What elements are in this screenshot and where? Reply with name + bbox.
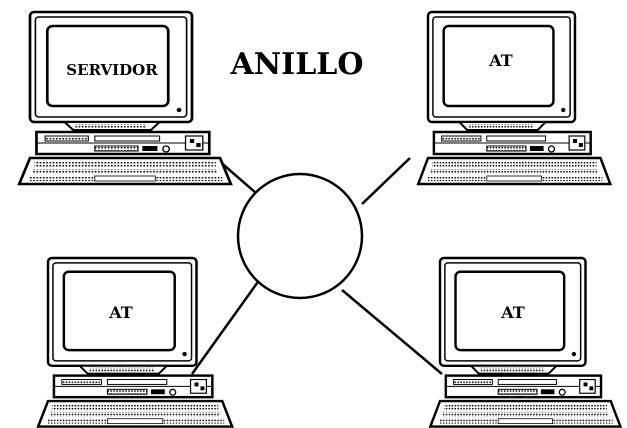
desktop-computer-icon bbox=[416, 10, 612, 186]
ring-hub-icon bbox=[236, 172, 364, 300]
workstation-label: AT bbox=[108, 303, 133, 322]
workstation-top-right: AT bbox=[416, 10, 612, 186]
desktop-computer-icon bbox=[36, 256, 234, 428]
desktop-computer-icon bbox=[429, 256, 622, 428]
link-top-right bbox=[361, 157, 411, 205]
workstation-label: AT bbox=[488, 51, 513, 70]
workstation-label: AT bbox=[500, 303, 525, 322]
link-bottom-right bbox=[341, 289, 443, 375]
server-label: SERVIDOR bbox=[66, 61, 158, 79]
desktop-computer-icon bbox=[17, 10, 233, 186]
workstation-bottom-left: AT bbox=[36, 256, 234, 428]
link-bottom-left bbox=[190, 271, 267, 375]
diagram-title: ANILLO bbox=[229, 47, 363, 82]
server-computer: SERVIDOR bbox=[17, 10, 233, 186]
workstation-bottom-right: AT bbox=[429, 256, 622, 428]
